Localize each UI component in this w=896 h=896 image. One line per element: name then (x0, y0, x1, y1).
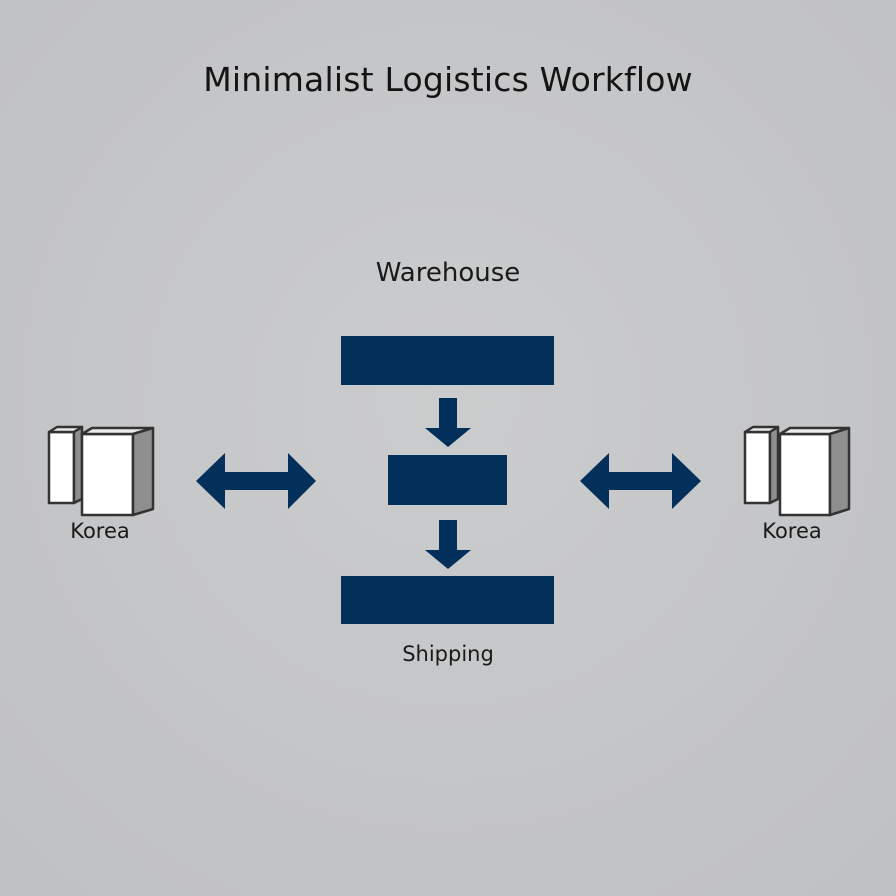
processing-block (388, 455, 507, 505)
warehouse-label: Warehouse (375, 258, 521, 288)
down-arrow-icon (425, 398, 471, 447)
location-label-right: Korea (762, 519, 822, 543)
buildings-icon (47, 425, 155, 517)
diagram-title: Minimalist Logistics Workflow (203, 60, 693, 99)
down-arrow-icon (425, 520, 471, 569)
double-arrow-icon (580, 453, 701, 509)
location-label-left: Korea (70, 519, 130, 543)
shipping-block (341, 576, 554, 624)
shipping-label: Shipping (402, 642, 494, 666)
buildings-icon (743, 425, 851, 517)
warehouse-block (341, 336, 554, 385)
double-arrow-icon (196, 453, 316, 509)
